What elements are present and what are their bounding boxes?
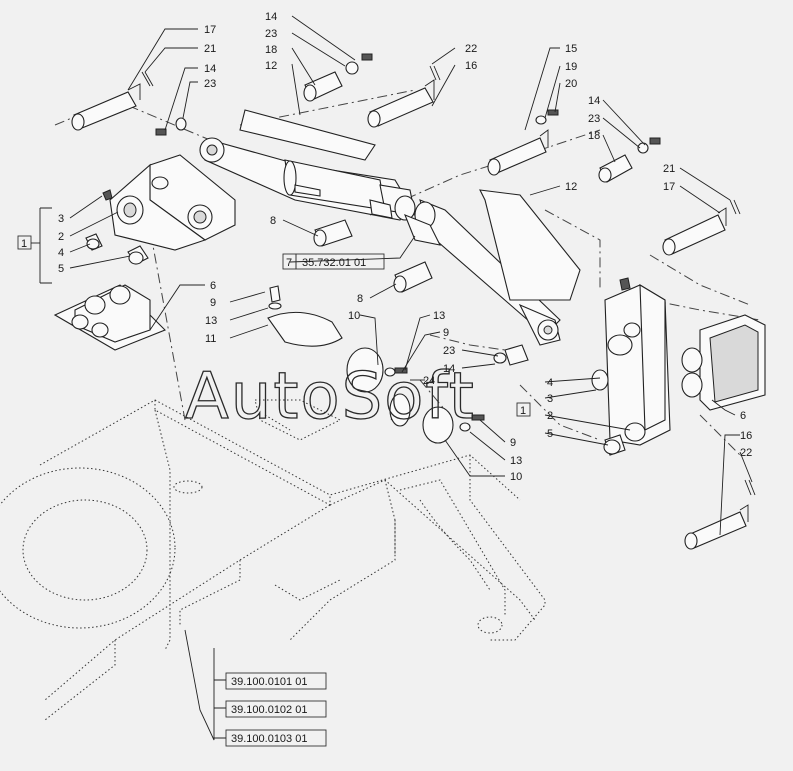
- callout-14: 14: [204, 63, 216, 75]
- callout-leaders: [39, 15, 753, 741]
- callout-12: 12: [265, 60, 277, 72]
- ref-box-frame-3[interactable]: 39.100.0103 01: [225, 729, 327, 747]
- reference-code: 39.100.0102 01: [231, 704, 307, 716]
- callout-12: 12: [565, 181, 577, 193]
- ref-box-cylinder[interactable]: 7 35.732.01 01: [282, 253, 385, 270]
- ref-box-frame-2[interactable]: 39.100.0102 01: [225, 700, 327, 718]
- callout-16: 16: [740, 430, 752, 442]
- hydraulic-cylinder-right: [404, 199, 561, 346]
- callout-13: 13: [433, 310, 445, 322]
- bushings-upper: [303, 71, 433, 293]
- callout-23: 23: [443, 345, 455, 357]
- clip-21-left: [141, 71, 154, 87]
- callout-22: 22: [465, 43, 477, 55]
- callout-14: 14: [443, 363, 455, 375]
- callout-23: 23: [265, 28, 277, 40]
- callout-8: 8: [357, 293, 363, 305]
- callout-4: 4: [547, 377, 553, 389]
- callout-16: 16: [465, 60, 477, 72]
- callout-14: 14: [265, 11, 277, 23]
- callout-3: 3: [58, 213, 64, 225]
- callout-6: 6: [740, 410, 746, 422]
- callout-24: 24: [423, 375, 435, 387]
- callout-13: 13: [205, 315, 217, 327]
- ref-box-frame-1[interactable]: 39.100.0101 01: [225, 672, 327, 690]
- left-bracket: [85, 154, 236, 265]
- callout-17: 17: [204, 24, 216, 36]
- screw-washer-upper: [345, 53, 373, 75]
- bolt-washer-plate-center: [267, 285, 343, 347]
- center-spacers: [346, 344, 529, 444]
- pin-right: [662, 199, 741, 256]
- callout-23: 23: [204, 78, 216, 90]
- callout-21: 21: [204, 43, 216, 55]
- callout-17: 17: [663, 181, 675, 193]
- watermark: AutoSoft: [185, 360, 476, 434]
- callout-18: 18: [588, 130, 600, 142]
- cover-plate-upper: [239, 109, 376, 161]
- reference-code: 35.732.01 01: [302, 257, 366, 269]
- pin-upper-right: [487, 109, 559, 176]
- reference-code: 39.100.0101 01: [231, 676, 307, 688]
- group-box-1-right[interactable]: 1: [516, 402, 531, 417]
- left-base-plate: [53, 284, 166, 351]
- callout-20: 20: [565, 78, 577, 90]
- callout-21: 21: [663, 163, 675, 175]
- screw-washer-left: [155, 117, 187, 136]
- callout-6: 6: [210, 280, 216, 292]
- right-base-plate: [681, 314, 766, 411]
- callout-10: 10: [348, 310, 360, 322]
- pin-left: [71, 83, 141, 131]
- callout-14: 14: [588, 95, 600, 107]
- callout-23: 23: [588, 113, 600, 125]
- callout-22: 22: [740, 447, 752, 459]
- callout-3: 3: [547, 393, 553, 405]
- group-number: 1: [520, 405, 526, 417]
- callout-10: 10: [510, 471, 522, 483]
- callout-19: 19: [565, 61, 577, 73]
- callout-5: 5: [58, 263, 64, 275]
- callout-9: 9: [210, 297, 216, 309]
- reference-code: 39.100.0103 01: [231, 733, 307, 745]
- cover-plate-right: [479, 189, 581, 301]
- callout-15: 15: [565, 43, 577, 55]
- upper-frame-drawing: [0, 399, 546, 721]
- group-box-1-left[interactable]: 1: [17, 235, 32, 250]
- callout-9: 9: [510, 437, 516, 449]
- callout-2: 2: [547, 410, 553, 422]
- callout-13: 13: [510, 455, 522, 467]
- group-number: 7: [286, 257, 292, 269]
- pin-lower-right: [684, 479, 756, 550]
- callout-18: 18: [265, 44, 277, 56]
- pin-upper-middle: [367, 65, 441, 128]
- callout-2: 2: [58, 231, 64, 243]
- group-number: 1: [21, 238, 27, 250]
- callout-11: 11: [205, 333, 216, 345]
- right-bracket: [591, 277, 671, 456]
- screw-washer-right: [598, 137, 661, 183]
- hydraulic-cylinder-left: [199, 137, 416, 221]
- callout-9: 9: [443, 327, 449, 339]
- callout-8: 8: [270, 215, 276, 227]
- callout-5: 5: [547, 428, 553, 440]
- callout-4: 4: [58, 247, 64, 259]
- callout-labels: 17 21 14 23 3 2 4 5 6 9 13 11 14 23 18 1…: [58, 11, 752, 483]
